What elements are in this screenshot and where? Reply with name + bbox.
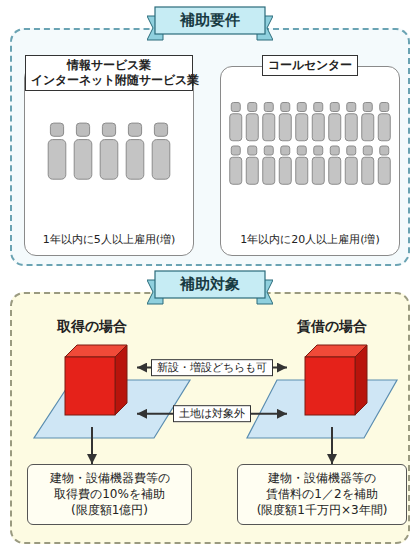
connector-label: 新設・増設どちらも可: [151, 359, 273, 377]
person-head: [297, 146, 306, 155]
person-head: [363, 146, 372, 155]
case-heading: 賃借の場合: [287, 317, 377, 335]
dashed-region: 補助要件情報サービス業 インターネット附随サービス業1年以内に5人以上雇用(増)…: [10, 28, 410, 266]
connector-label-text: 新設・増設どちらも可: [157, 361, 267, 375]
person-head: [380, 102, 389, 111]
subsidy-text: (限度額1千万円×3年間): [244, 502, 400, 518]
person-head: [264, 146, 273, 155]
cube-front: [65, 357, 115, 415]
hiring-requirement: 1年以内に20人以上雇用(増): [240, 232, 380, 255]
connector-arrow: [331, 427, 333, 464]
person-body: [246, 114, 258, 141]
person-head: [76, 123, 89, 136]
person-head: [380, 146, 389, 155]
person-head: [281, 146, 290, 155]
industry-label: 情報サービス業 インターネット附随サービス業: [25, 55, 193, 91]
person-body: [246, 157, 258, 184]
person-head: [102, 123, 115, 136]
person-body: [279, 114, 291, 141]
connector-arrow: [91, 427, 93, 464]
person-body: [345, 114, 357, 141]
hiring-requirement: 1年以内に5人以上雇用(増): [43, 232, 176, 255]
person-body: [100, 139, 118, 179]
subsidy-box: 建物・設備機器費等の 取得費の10%を補助(限度額1億円): [27, 464, 192, 525]
people-icons: [221, 82, 399, 206]
person-head: [314, 102, 323, 111]
person-body: [230, 157, 242, 184]
person-body: [329, 157, 341, 184]
person-head: [231, 102, 240, 111]
cube-side: [355, 345, 367, 415]
people-icons: [25, 97, 193, 209]
subsidy-text: (限度額1億円): [34, 502, 185, 518]
person-head: [264, 102, 273, 111]
person-body: [312, 157, 324, 184]
cube-front: [305, 357, 355, 415]
requirement-box: コールセンター1年以内に20人以上雇用(増): [220, 66, 400, 256]
person-head: [281, 102, 290, 111]
person-body: [74, 139, 92, 179]
person-body: [296, 114, 308, 141]
industry-label: コールセンター: [262, 55, 358, 76]
connector-label: 土地は対象外: [173, 405, 251, 423]
person-head: [128, 123, 141, 136]
banner-title: 補助対象: [147, 270, 273, 298]
person-head: [154, 123, 167, 136]
ribbon-banner: 補助要件: [147, 6, 273, 42]
building-site: 取得の場合: [47, 317, 137, 427]
subsidy-text: 建物・設備機器費等の 取得費の10%を補助: [34, 470, 185, 502]
person-body: [279, 157, 291, 184]
person-body: [230, 114, 242, 141]
person-body: [312, 114, 324, 141]
ribbon-banner: 補助対象: [147, 270, 273, 306]
building-site: 賃借の場合: [287, 317, 377, 427]
case-heading: 取得の場合: [47, 317, 137, 335]
person-head: [347, 102, 356, 111]
person-body: [296, 157, 308, 184]
person-body: [345, 157, 357, 184]
cube-side: [115, 345, 127, 415]
person-head: [330, 102, 339, 111]
person-body: [378, 114, 390, 141]
person-head: [248, 146, 257, 155]
person-head: [314, 146, 323, 155]
person-body: [263, 114, 275, 141]
connector-label-text: 土地は対象外: [179, 407, 245, 421]
person-body: [152, 139, 170, 179]
person-body: [362, 114, 374, 141]
person-body: [378, 157, 390, 184]
person-head: [363, 102, 372, 111]
subsidy-text: 建物・設備機器等の 賃借料の1／2を補助: [244, 470, 400, 502]
person-head: [330, 146, 339, 155]
requirement-box: 情報サービス業 インターネット附随サービス業1年以内に5人以上雇用(増): [24, 66, 194, 256]
person-head: [231, 146, 240, 155]
person-head: [50, 123, 63, 136]
person-body: [362, 157, 374, 184]
person-head: [248, 102, 257, 111]
person-body: [126, 139, 144, 179]
person-body: [263, 157, 275, 184]
banner-title: 補助要件: [147, 6, 273, 34]
person-head: [347, 146, 356, 155]
person-body: [48, 139, 66, 179]
person-head: [297, 102, 306, 111]
person-body: [329, 114, 341, 141]
subsidy-box: 建物・設備機器等の 賃借料の1／2を補助(限度額1千万円×3年間): [237, 464, 407, 525]
